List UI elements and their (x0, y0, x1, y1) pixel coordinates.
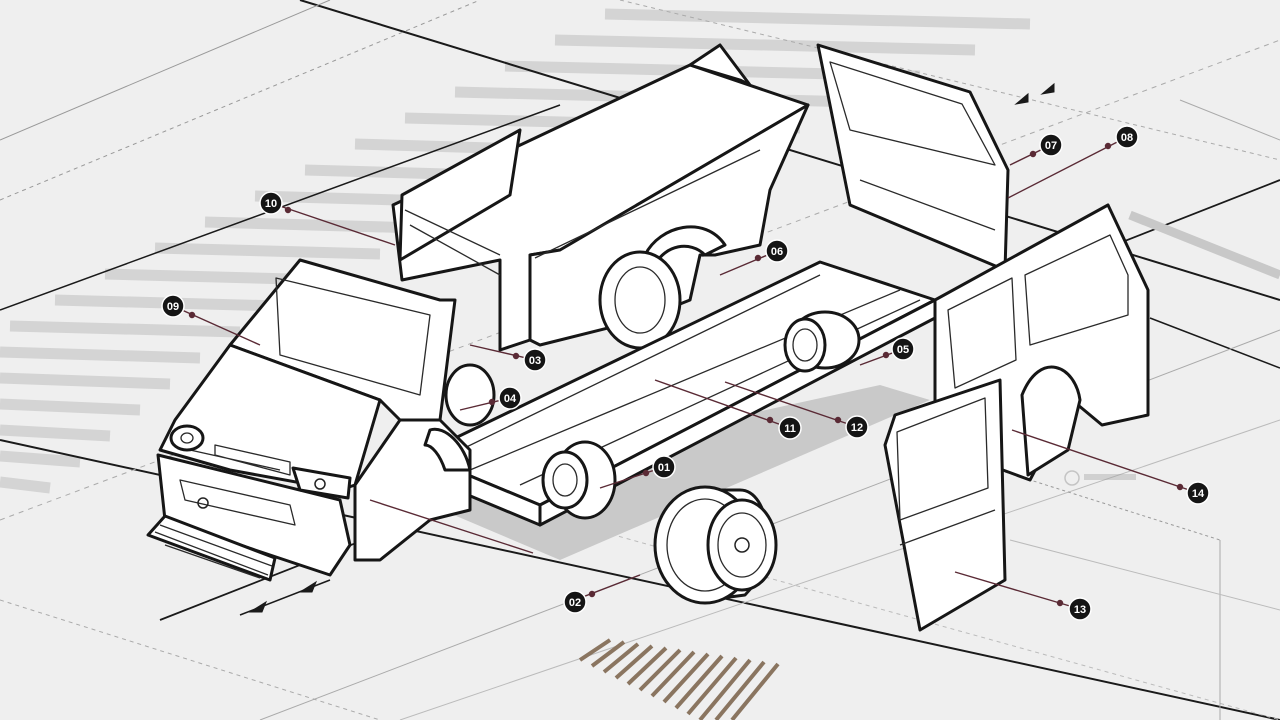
callout-01: 01 (652, 455, 676, 479)
svg-text:08: 08 (1121, 132, 1133, 144)
callout-12: 12 (845, 415, 869, 439)
svg-text:11: 11 (784, 423, 796, 435)
callout-13: 13 (1068, 597, 1092, 621)
callout-06: 06 (765, 239, 789, 263)
svg-text:04: 04 (504, 393, 517, 405)
svg-text:03: 03 (529, 355, 541, 367)
leaders (172, 136, 1199, 610)
svg-text:13: 13 (1074, 604, 1086, 616)
front-cab (146, 258, 472, 582)
callout-05: 05 (891, 337, 915, 361)
callout-03: 03 (523, 348, 547, 372)
svg-text:10: 10 (265, 198, 277, 210)
svg-text:07: 07 (1045, 140, 1057, 152)
callout-11: 11 (778, 416, 802, 440)
svg-text:06: 06 (771, 246, 783, 258)
front-hub (541, 440, 617, 520)
callout-08: 08 (1115, 125, 1139, 149)
brand-logo (1064, 470, 1136, 486)
tailgate (816, 43, 1010, 272)
callout-10: 10 (259, 191, 283, 215)
svg-text:01: 01 (658, 462, 670, 474)
callout-09: 09 (161, 294, 185, 318)
svg-text:14: 14 (1192, 488, 1205, 500)
svg-text:12: 12 (851, 422, 863, 434)
svg-text:05: 05 (897, 344, 909, 356)
svg-text:09: 09 (167, 301, 179, 313)
rear-body-shell (391, 43, 810, 427)
callout-14: 14 (1186, 481, 1210, 505)
loose-wheel (653, 485, 778, 605)
callout-07: 07 (1039, 133, 1063, 157)
svg-text:02: 02 (569, 597, 581, 609)
callout-02: 02 (563, 590, 587, 614)
rear-hub (783, 310, 861, 373)
callout-04: 04 (498, 386, 522, 410)
arrow-icon (239, 82, 1055, 616)
callouts: 01 02 03 04 05 06 07 08 (161, 125, 1210, 621)
hatch-pattern (578, 638, 780, 720)
side-door (883, 378, 1007, 632)
